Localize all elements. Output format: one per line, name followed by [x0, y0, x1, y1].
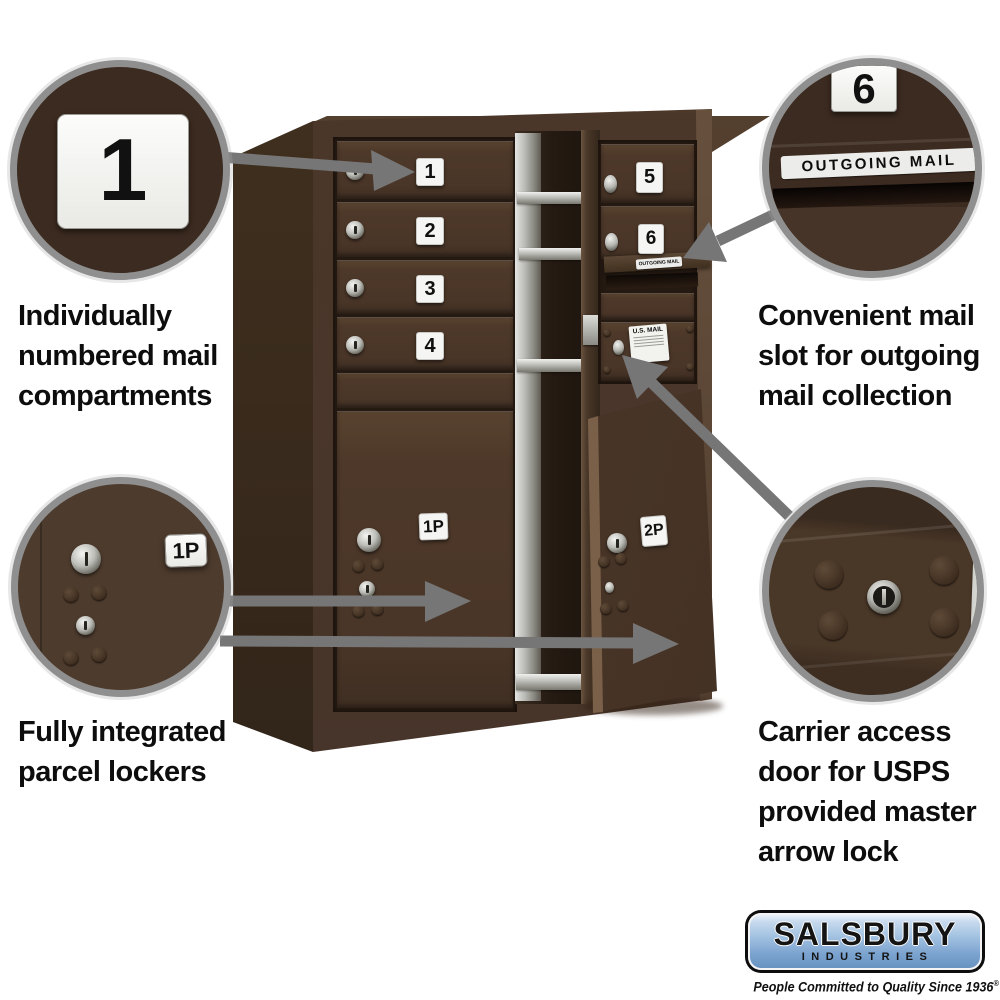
interior-left-rail	[515, 133, 541, 701]
logo-badge-inner: SALSBURY INDUSTRIES	[748, 913, 982, 970]
door-seam	[769, 137, 975, 148]
feature-line: Fully integrated	[18, 716, 226, 748]
parcel-badge: 1P	[164, 533, 208, 568]
panel-bevel-top	[777, 522, 977, 543]
rivet	[91, 585, 107, 601]
door-number-label: 4	[416, 332, 444, 360]
panel-bevel-bottom	[777, 650, 977, 671]
lock-parcel-2p	[607, 533, 627, 553]
door-number-label: 5	[636, 162, 663, 193]
feature-line: slot for outgoing	[758, 340, 980, 372]
feature-line: Individually	[18, 300, 172, 332]
rivet	[603, 329, 611, 337]
door-number-label: 6	[638, 224, 664, 254]
parcel-door-1p	[337, 411, 513, 708]
outgoing-badge: 6	[831, 65, 897, 112]
rivet	[617, 600, 629, 612]
callout-outgoing-mail: 6 OUTGOING MAIL	[762, 58, 982, 278]
feature-line: door for USPS	[758, 756, 950, 788]
rivet	[818, 611, 848, 641]
rivet	[929, 556, 959, 586]
lock-door-2	[346, 221, 364, 239]
door-number-label: 3	[416, 275, 444, 303]
rivet	[371, 558, 384, 571]
lock-door-4	[346, 336, 364, 354]
feature-line: mail collection	[758, 380, 952, 412]
rivet	[598, 556, 610, 568]
interior-bottom-sill	[516, 674, 598, 690]
arrow-lock-slot	[882, 589, 886, 605]
rivet	[352, 605, 365, 618]
rivet	[371, 603, 384, 616]
feature-text-carrier: Carrier access door for USPS provided ma…	[758, 712, 977, 872]
feature-line: numbered mail	[18, 340, 218, 372]
filler-panel	[337, 373, 513, 408]
decal-fine-print	[976, 575, 977, 578]
feature-line: Carrier access	[758, 716, 951, 748]
door-number-label: 1P	[418, 512, 449, 541]
rivet	[63, 650, 79, 666]
interior-shelf	[517, 359, 583, 372]
decal-fine-print	[976, 578, 977, 581]
rivet	[600, 603, 612, 615]
callout-parcel-locker: 1P	[11, 477, 231, 697]
feature-line: Convenient mail	[758, 300, 975, 332]
rivet	[929, 608, 959, 638]
usmail-decal: U.S. MAIL	[628, 323, 670, 364]
rivet	[352, 560, 365, 573]
arrow-outgoing-shaft	[715, 209, 778, 246]
door-number-label: 2	[416, 217, 444, 245]
callout-numbered-compartments: 1	[10, 60, 230, 280]
feature-text-numbered: Individually numbered mail compartments	[18, 296, 218, 416]
lock-door-3	[346, 279, 364, 297]
feature-line: parcel lockers	[18, 756, 207, 788]
lock-door-5	[604, 175, 617, 193]
blank-panel	[601, 293, 694, 320]
interior-shelf	[517, 192, 583, 204]
feature-line: provided master	[758, 796, 977, 828]
salsbury-logo: SALSBURY INDUSTRIES People Committed to …	[745, 910, 999, 995]
panel-below-slot	[769, 207, 975, 271]
registered-mark: ®	[993, 979, 999, 988]
lock-door-6	[605, 233, 618, 251]
numbered-badge: 1	[57, 114, 189, 229]
logo-tagline: People Committed to Quality Since 1936®	[753, 979, 999, 995]
feature-text-parcel: Fully integrated parcel lockers	[18, 712, 226, 792]
lock-parcel-1p	[357, 528, 381, 552]
rivet-silver	[605, 582, 614, 593]
door-number-label: 2P	[639, 514, 669, 548]
rivet	[615, 553, 627, 565]
rivet	[686, 363, 694, 371]
rivet	[814, 560, 844, 590]
instruction-decal	[970, 551, 977, 633]
decal-fine-print	[634, 343, 665, 348]
parcel-lock-large	[71, 544, 101, 574]
feature-text-outgoing: Convenient mail slot for outgoing mail c…	[758, 296, 980, 416]
logo-sub-text: INDUSTRIES	[801, 951, 934, 963]
lock-parcel-1p-small	[359, 581, 375, 597]
outgoing-mail-strip: OUTGOING MAIL	[780, 147, 975, 180]
logo-badge: SALSBURY INDUSTRIES	[745, 910, 985, 973]
decal-fine-print	[976, 581, 977, 584]
feature-line: arrow lock	[758, 836, 899, 868]
door-seam	[40, 484, 42, 690]
rivet	[603, 366, 611, 374]
lock-carrier-door	[613, 340, 624, 355]
lock-door-1	[346, 162, 364, 180]
callout-arrow-lock	[762, 480, 984, 702]
rivet	[63, 587, 79, 603]
rivet	[686, 325, 694, 333]
mail-slot-opening	[772, 181, 975, 209]
logo-brand-text: SALSBURY	[773, 916, 957, 952]
parcel-lock-small	[76, 616, 95, 635]
feature-line: compartments	[18, 380, 212, 412]
arrow-lock	[867, 580, 901, 614]
door-latch	[583, 315, 599, 345]
interior-shelf	[519, 248, 581, 260]
rivet	[91, 647, 107, 663]
door-number-label: 1	[416, 158, 444, 186]
